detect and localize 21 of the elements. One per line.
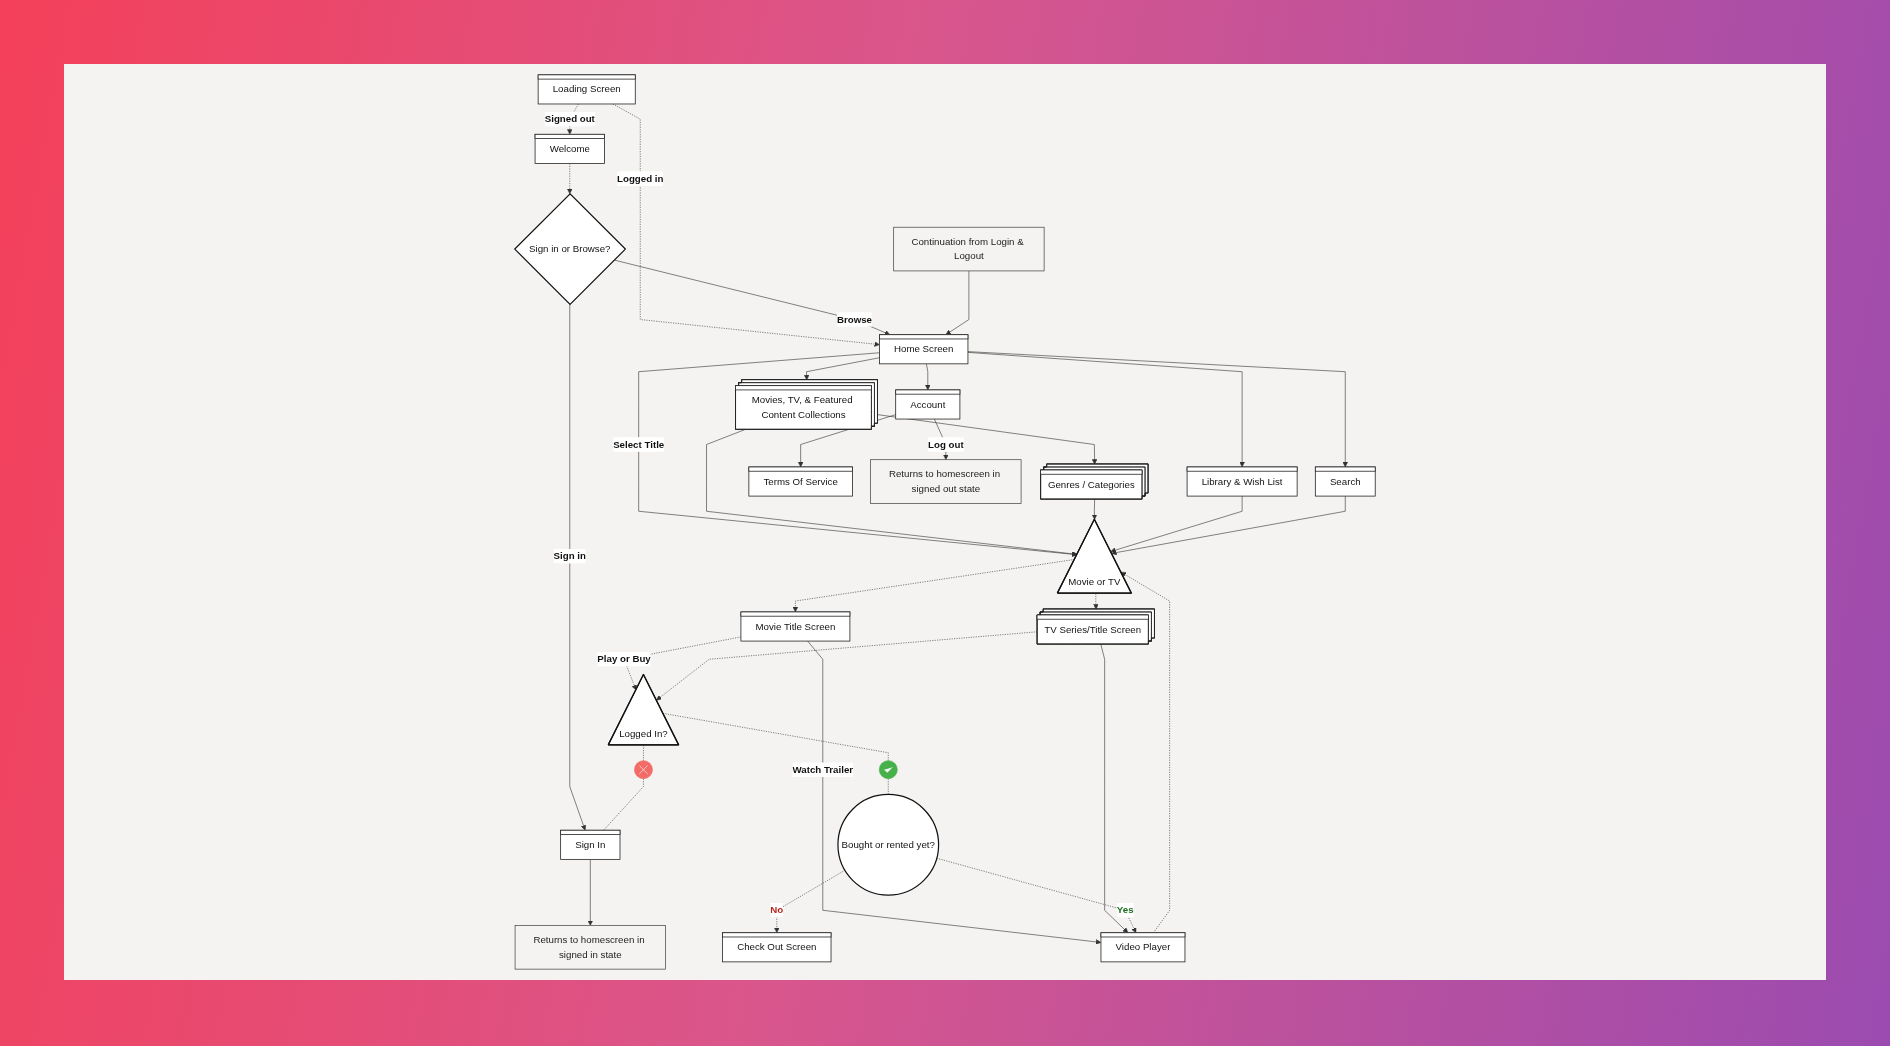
node-box: Continuation from Login & Logout [893,226,1045,272]
edge-label: No [770,904,784,916]
node-circle: Bought or rented yet? [837,793,940,896]
edge-label: Select Title [613,439,665,450]
edge-label: Signed out [544,113,595,124]
edge-label: Log out [928,439,964,450]
node-box: Returns to homescreen in signed in state [514,925,666,970]
connector [662,713,889,761]
node-circle [634,760,653,779]
node-diamond: Sign in or Browse? [513,192,627,306]
edge-label: Browse [836,314,872,325]
connector [603,778,644,831]
connector [887,778,889,795]
edge-label: Logged in [617,173,664,184]
node-circle [878,760,898,779]
node-box: Returns to homescreen in signed out state [870,459,1022,504]
edge-label: Play or Buy [597,653,651,665]
edge-label: Sign in [553,550,586,561]
connector [643,744,645,761]
edge-label: Watch Trailer [792,764,854,775]
edge-label: Yes [1116,904,1134,916]
